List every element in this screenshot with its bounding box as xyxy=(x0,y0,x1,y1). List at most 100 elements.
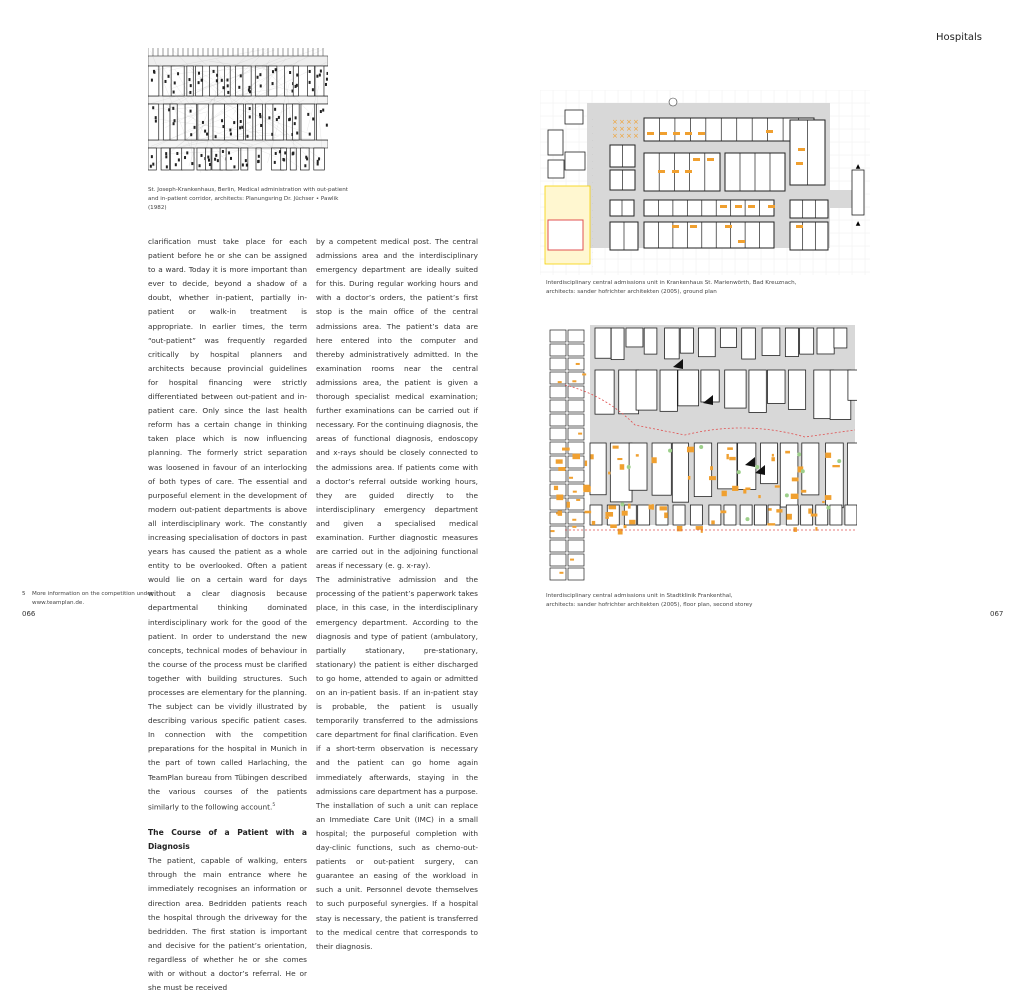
plan-axis-label: · xyxy=(592,251,593,254)
plan-fixture xyxy=(208,159,210,162)
plan-room xyxy=(644,328,657,354)
plan-furniture xyxy=(822,501,824,503)
plan-room xyxy=(550,358,566,370)
plan-room xyxy=(255,66,267,96)
plan-furniture xyxy=(710,466,713,470)
plan-room xyxy=(550,470,566,482)
plan-furniture xyxy=(576,499,580,501)
plan-furniture xyxy=(766,130,773,133)
plan-furniture xyxy=(787,514,792,520)
plan-furniture xyxy=(572,454,580,459)
plan-furniture xyxy=(673,132,680,135)
plan-furniture xyxy=(652,457,657,463)
plan-plant xyxy=(737,470,741,474)
plan-room xyxy=(550,554,566,566)
plan-fixture xyxy=(239,126,241,129)
plan-room xyxy=(590,443,606,495)
text-column-2: by a competent medical post. The central… xyxy=(316,235,478,954)
plan-fixture xyxy=(260,84,262,87)
plan-fixture xyxy=(312,88,314,91)
footnote-text: More information on the competition unde… xyxy=(32,591,153,597)
plan-fixture xyxy=(190,133,192,136)
plan-furniture xyxy=(617,458,622,460)
plan-fixture xyxy=(319,74,321,77)
page-number-left: 066 xyxy=(22,610,35,618)
plan-furniture xyxy=(677,526,682,531)
plan-furniture xyxy=(776,509,782,512)
floor-plan-drawing xyxy=(148,48,328,173)
plan-room xyxy=(672,443,688,502)
caption-line: Interdisciplinary central admissions uni… xyxy=(546,592,752,601)
plan-fixture xyxy=(305,156,307,159)
plan-plant xyxy=(801,469,805,473)
plan-room xyxy=(568,484,584,496)
plan-plant xyxy=(699,445,703,449)
paragraph: The administrative admission and the pro… xyxy=(316,573,478,954)
plan-room xyxy=(308,66,315,96)
plan-fixture xyxy=(283,158,285,161)
plan-fixture xyxy=(230,132,232,135)
plan-furniture xyxy=(685,132,692,135)
floor-plan-drawing: ××××××××××××······················▲▲ xyxy=(540,90,870,275)
plan-plant xyxy=(837,459,841,463)
paragraph: by a competent medical post. The central… xyxy=(316,235,478,573)
plan-corridor xyxy=(148,56,328,66)
plan-room xyxy=(845,505,857,525)
plan-fixture xyxy=(316,75,318,78)
plan-furniture xyxy=(584,511,591,514)
plan-furniture xyxy=(556,512,560,514)
plan-room xyxy=(665,328,680,359)
plan-furniture xyxy=(711,520,714,524)
plan-furniture xyxy=(690,225,697,228)
plan-furniture xyxy=(729,457,736,460)
plan-furniture xyxy=(554,486,558,490)
plan-room xyxy=(629,443,647,490)
plan-furniture xyxy=(628,504,631,509)
plan-furniture xyxy=(687,447,694,453)
plan-fixture xyxy=(201,79,203,82)
footnote-text: www.teamplan.de. xyxy=(32,600,84,606)
plan-room xyxy=(673,505,685,525)
plan-room xyxy=(550,330,566,342)
plan-furniture xyxy=(832,465,839,467)
plan-seat-icon: × xyxy=(633,132,639,140)
footnote-ref[interactable]: 5 xyxy=(272,803,275,808)
plan-fixture xyxy=(257,160,259,163)
plan-furniture xyxy=(649,505,654,510)
plan-room xyxy=(742,328,756,359)
plan-room xyxy=(690,505,702,525)
plan-room xyxy=(762,328,780,355)
plan-fixture xyxy=(326,78,328,81)
plan-room xyxy=(293,66,298,96)
plan-plant xyxy=(755,465,759,469)
plan-room xyxy=(701,370,719,402)
plan-fixture xyxy=(294,122,296,125)
plan-plant xyxy=(668,449,672,453)
plan-furniture xyxy=(583,485,590,491)
plan-room xyxy=(636,370,657,410)
plan-room xyxy=(293,104,300,140)
plan-room xyxy=(754,505,766,525)
plan-room xyxy=(290,148,296,170)
plan-fixture xyxy=(295,116,297,119)
plan-room xyxy=(316,104,328,140)
caption-line: Interdisciplinary central admissions uni… xyxy=(546,279,796,288)
plan-room xyxy=(790,200,828,218)
text-column-1: clarification must take place for each p… xyxy=(148,235,307,995)
plan-fixture xyxy=(317,163,319,166)
floor-plan-drawing xyxy=(545,325,857,581)
plan-fixture xyxy=(222,86,224,89)
plan-fixture xyxy=(217,159,219,162)
plan-room xyxy=(644,222,774,248)
plan-fixture xyxy=(309,70,311,73)
plan-furniture xyxy=(707,158,714,161)
plan-fixture xyxy=(274,161,276,164)
plan-fixture xyxy=(206,133,208,136)
plan-room xyxy=(550,414,566,426)
plan-room xyxy=(550,386,566,398)
plan-furniture xyxy=(825,495,832,500)
plan-furniture xyxy=(698,132,705,135)
plan-furniture xyxy=(629,520,635,525)
figure-caption: St. Joseph-Krankenhaus, Berlin, Medical … xyxy=(148,186,348,213)
plan-room xyxy=(548,160,564,178)
